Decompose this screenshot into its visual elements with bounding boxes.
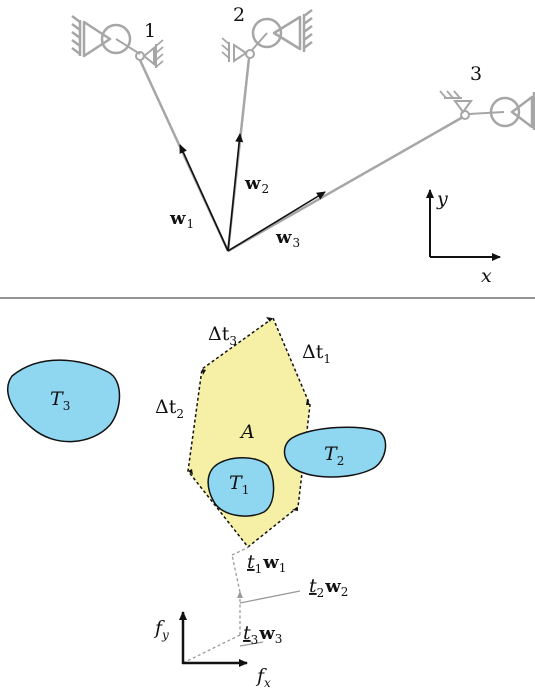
edge-label-dt2: Δt2: [155, 396, 184, 421]
task-label-t3: T3: [50, 388, 70, 413]
chain-label-t2w2: t2w2: [309, 575, 348, 600]
vector-w1: [179, 144, 229, 252]
edge-label-dt1: Δt1: [302, 341, 331, 366]
top-panel: 1 2: [71, 4, 535, 287]
bottom-panel: A T3 T2 T1 Δt1 Δt2 Δt3: [7, 316, 387, 690]
motor-1: [71, 15, 164, 68]
ground-hatch-icon: [71, 15, 82, 56]
ground-hatch-icon: [302, 9, 313, 52]
fy-axis-label: fy: [153, 617, 169, 642]
vector-label-w2: w2: [244, 173, 269, 196]
region-label-a: A: [239, 421, 255, 443]
task-region-t2: [283, 426, 387, 478]
vector-w3: [227, 191, 326, 252]
y-axis-label: y: [436, 188, 448, 210]
task-region-t1: [207, 457, 275, 517]
force-axes: [179, 611, 248, 667]
x-axis-label: x: [481, 265, 492, 287]
vector-w2: [227, 133, 244, 252]
motor-number-1: 1: [144, 20, 156, 42]
vector-chain: [182, 546, 250, 664]
motor-3: [439, 90, 535, 130]
chain-label-t1w1: t1w1: [247, 551, 286, 576]
chain-segment-3: [182, 634, 241, 664]
link-3: [227, 115, 464, 253]
region-vertex-arrows: [188, 317, 310, 511]
chain-segment-1a: [231, 554, 241, 593]
task-label-t1: T1: [229, 472, 249, 497]
motor-2: [221, 9, 313, 63]
task-label-t2: T2: [324, 443, 344, 468]
chain-leaders: [239, 590, 301, 647]
motor-number-3: 3: [470, 63, 482, 85]
motor-number-2: 2: [233, 4, 245, 26]
vector-label-w1: w1: [169, 208, 194, 231]
force-vectors: [179, 133, 326, 252]
task-region-t3: [7, 359, 121, 443]
chain-label-t3w3: t3w3: [243, 622, 282, 647]
vector-label-w3: w3: [275, 227, 300, 250]
edge-label-dt3: Δt3: [208, 323, 237, 348]
fx-axis-label: fx: [255, 665, 271, 690]
xy-axes: [426, 189, 501, 261]
